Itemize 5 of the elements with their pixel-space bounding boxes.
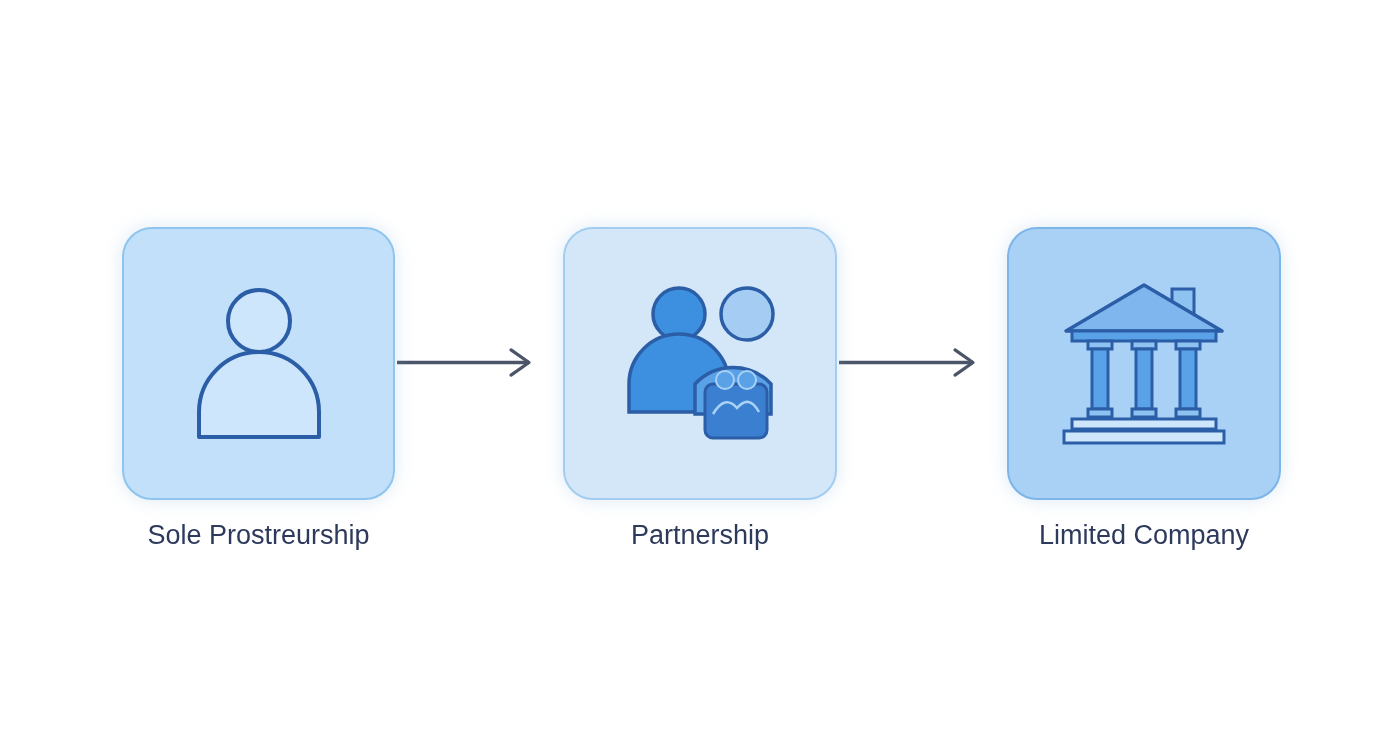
node-label: Limited Company (1038, 520, 1250, 550)
node-label: Partnership (630, 520, 770, 550)
arrow (397, 348, 531, 377)
arrow (839, 348, 975, 377)
node-label: Sole Prostreurship (147, 520, 370, 550)
